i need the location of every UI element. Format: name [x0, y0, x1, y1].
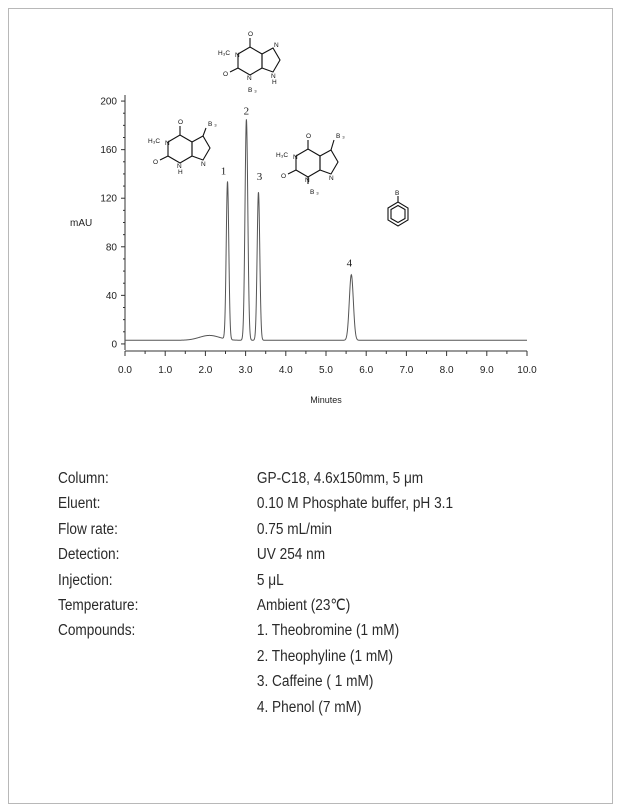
chart-axes: 0 40 80 120 160 200 0.0 1.0 2.0 3.0 4.0 5.0 6.0 7.0 8.… — [100, 95, 537, 376]
x-tick-label: 7.0 — [399, 365, 413, 376]
y-tick-label: 200 — [100, 97, 117, 108]
theobromine-structure-icon: O O H₃C N N H N B ₃ — [148, 119, 217, 176]
y-tick-label: 0 — [111, 339, 117, 350]
y-tick-label: 40 — [106, 291, 118, 302]
svg-text:N: N — [329, 175, 334, 182]
condition-value: UV 254 nm — [256, 546, 326, 564]
condition-label: Detection: — [58, 546, 120, 564]
peak-label: 2 — [244, 105, 250, 117]
chromatogram-trace — [125, 119, 527, 341]
svg-text:H: H — [178, 169, 183, 176]
compound-item: 2. Theophyline (1 mM) — [256, 647, 394, 665]
compound-item: 1. Theobromine (1 mM) — [256, 622, 400, 640]
condition-row: Column: GP-C18, 4.6x150mm, 5 μm — [58, 466, 516, 491]
conditions-panel: Column: GP-C18, 4.6x150mm, 5 μm Eluent: 0.1… — [58, 466, 516, 720]
condition-row: Flow rate: 0.75 mL/min — [58, 517, 516, 542]
svg-text:N: N — [247, 75, 252, 82]
condition-row: Temperature: Ambient (23℃) — [58, 593, 516, 618]
svg-text:B ₃: B ₃ — [248, 87, 257, 94]
svg-text:O: O — [281, 173, 286, 180]
chromatogram-chart: 0 40 80 120 160 200 0.0 1.0 2.0 3.0 4.0 5.0 6.0 7.0 8.… — [70, 31, 537, 405]
y-axis-label: mAU — [70, 218, 92, 229]
condition-row: Injection: 5 μL — [58, 568, 516, 593]
x-tick-label: 6.0 — [359, 365, 373, 376]
x-tick-label: 0.0 — [118, 365, 132, 376]
svg-text:O: O — [153, 159, 158, 166]
svg-text:O: O — [178, 119, 183, 126]
x-tick-label: 10.0 — [517, 365, 537, 376]
y-tick-label: 80 — [106, 242, 118, 253]
condition-label: Column: — [58, 470, 109, 487]
x-tick-label: 1.0 — [158, 365, 172, 376]
compound-item: 4. Phenol (7 mM) — [256, 698, 362, 716]
svg-text:B: B — [395, 190, 399, 197]
peak-labels: 1 2 3 4 — [221, 105, 353, 269]
svg-text:H₃C: H₃C — [276, 152, 288, 159]
y-tick-label: 120 — [100, 194, 117, 205]
y-tick-label: 160 — [100, 145, 117, 156]
condition-value: 0.10 M Phosphate buffer, pH 3.1 — [256, 495, 454, 513]
svg-text:N: N — [271, 73, 276, 80]
x-tick-label: 4.0 — [279, 365, 293, 376]
svg-text:N: N — [235, 52, 240, 59]
condition-label: Injection: — [58, 571, 113, 589]
svg-text:N: N — [177, 163, 182, 170]
svg-text:H₃C: H₃C — [218, 50, 230, 57]
condition-value: Ambient (23℃) — [256, 596, 351, 614]
compounds-row: Compounds: 1. Theobromine (1 mM) — [58, 618, 516, 643]
condition-row: Detection: UV 254 nm — [58, 542, 516, 567]
x-tick-label: 8.0 — [440, 365, 454, 376]
svg-text:B ₃: B ₃ — [336, 133, 345, 140]
compound-item: 3. Caffeine ( 1 mM) — [256, 673, 374, 691]
svg-text:H: H — [272, 79, 277, 86]
svg-text:N: N — [274, 42, 279, 49]
x-tick-label: 3.0 — [239, 365, 253, 376]
svg-text:N: N — [293, 154, 298, 161]
svg-text:B ₃: B ₃ — [208, 121, 217, 128]
condition-label: Temperature: — [58, 596, 139, 614]
x-tick-label: 5.0 — [319, 365, 333, 376]
svg-text:O: O — [223, 71, 228, 78]
peak-label: 4 — [347, 258, 353, 270]
svg-text:B ₃: B ₃ — [310, 189, 319, 196]
peak-label: 3 — [257, 171, 263, 183]
theophylline-structure-icon: O O H₃C N N N N H B ₃ — [218, 31, 281, 94]
condition-value: 0.75 mL/min — [256, 520, 332, 538]
caffeine-structure-icon: O O H₃C N N N B ₃ B ₃ — [276, 133, 345, 196]
x-axis-label: Minutes — [310, 395, 342, 405]
phenol-structure-icon: B — [387, 190, 409, 227]
svg-text:N: N — [305, 177, 310, 184]
condition-value: 5 μL — [256, 571, 284, 589]
compounds-label: Compounds: — [58, 622, 136, 640]
svg-text:O: O — [306, 133, 311, 140]
svg-text:O: O — [248, 31, 253, 38]
figure-frame — [8, 8, 613, 804]
condition-row: Eluent: 0.10 M Phosphate buffer, pH 3.1 — [58, 491, 516, 516]
svg-text:N: N — [165, 140, 170, 147]
x-tick-label: 2.0 — [198, 365, 212, 376]
svg-text:H₃C: H₃C — [148, 138, 160, 145]
condition-label: Eluent: — [58, 495, 101, 513]
x-tick-label: 9.0 — [480, 365, 494, 376]
condition-label: Flow rate: — [58, 520, 118, 538]
condition-value: GP-C18, 4.6x150mm, 5 μm — [256, 470, 424, 487]
svg-text:N: N — [201, 161, 206, 168]
peak-label: 1 — [221, 165, 227, 177]
